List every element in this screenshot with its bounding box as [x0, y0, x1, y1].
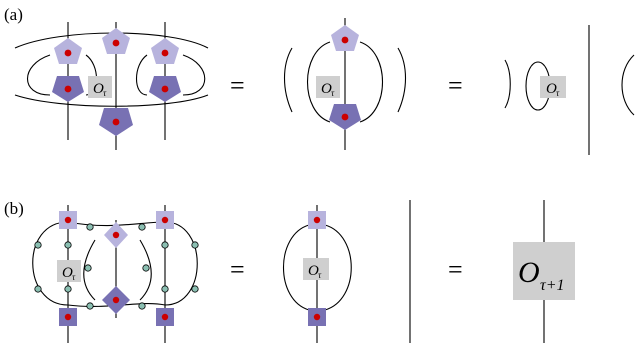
- equals-sign-b2: =: [448, 255, 463, 284]
- svg-text:τ+1: τ+1: [540, 277, 565, 294]
- panel-a-network: O τ: [14, 22, 209, 150]
- panel-a-label: (a): [4, 5, 23, 24]
- panel-a-middle-network: O τ: [284, 18, 406, 150]
- equals-sign-b1: =: [230, 255, 245, 284]
- svg-text:O: O: [518, 256, 540, 289]
- panel-b-network: O τ: [32, 205, 199, 343]
- operator-symbol: O: [93, 81, 104, 97]
- result-operator: O τ+1: [513, 200, 575, 343]
- svg-text:O: O: [308, 263, 319, 279]
- svg-text:O: O: [62, 265, 73, 281]
- operator-box: [88, 76, 112, 98]
- operator-subscript: τ: [103, 88, 107, 98]
- svg-text:τ: τ: [72, 272, 76, 282]
- panel-a-right-network: O τ: [504, 25, 635, 155]
- panel-b-label: (b): [4, 199, 24, 218]
- panel-b-middle-network: O τ: [282, 205, 352, 343]
- equals-sign-a1: =: [230, 71, 245, 100]
- svg-text:τ: τ: [331, 88, 335, 98]
- svg-text:O: O: [546, 81, 557, 97]
- svg-text:O: O: [321, 81, 332, 97]
- equals-sign-a2: =: [448, 71, 463, 100]
- svg-text:τ: τ: [318, 270, 322, 280]
- bottom-horizontal-wire: [14, 94, 209, 107]
- svg-text:τ: τ: [556, 88, 560, 98]
